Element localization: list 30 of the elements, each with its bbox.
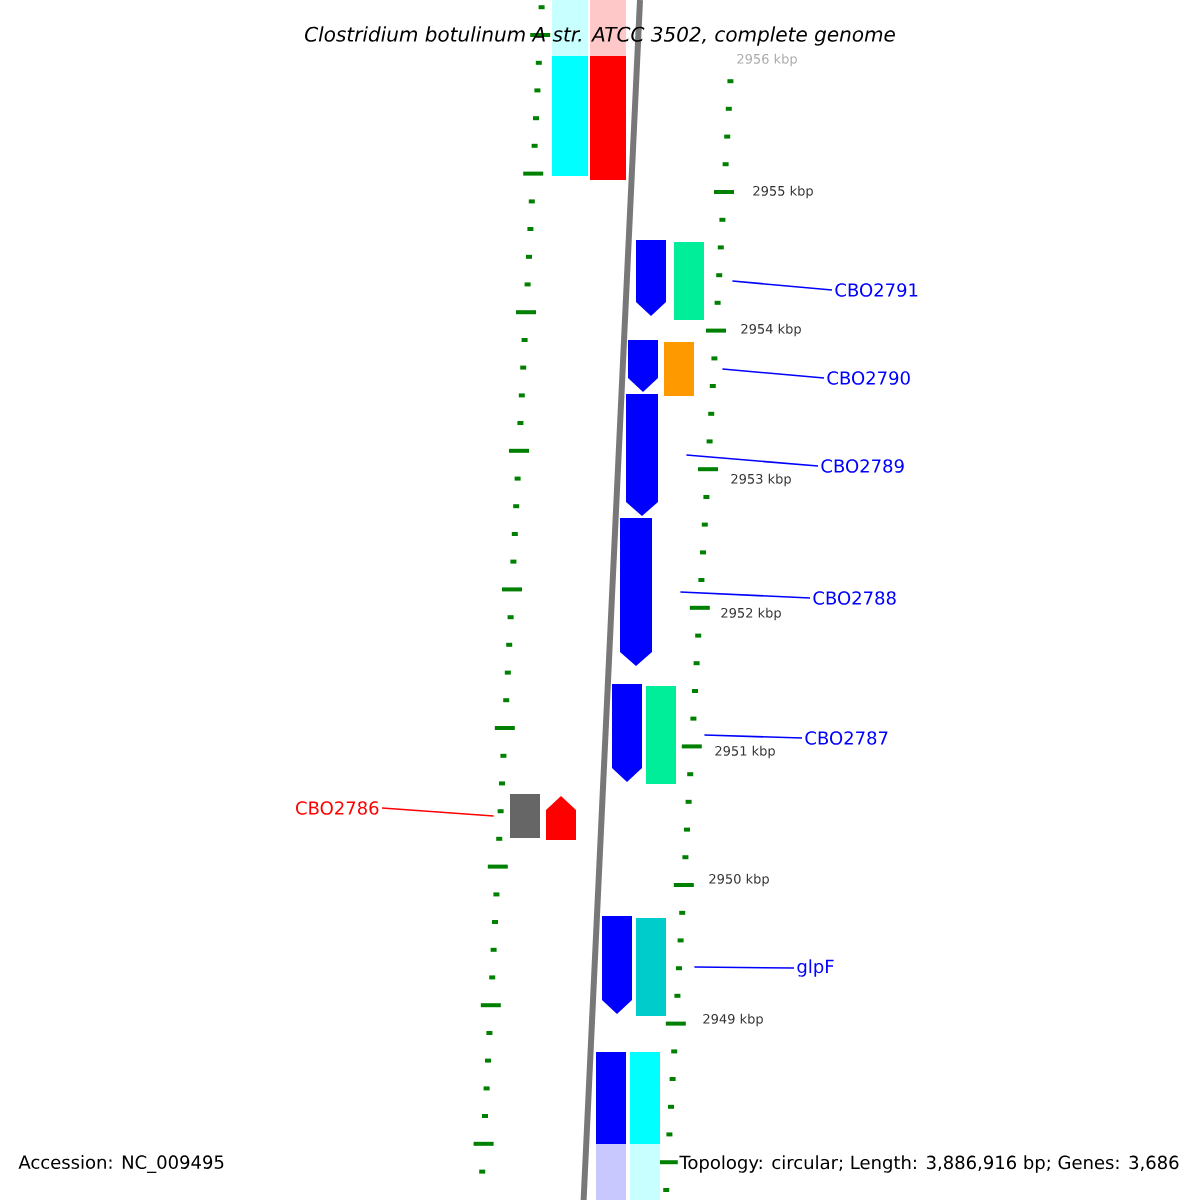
leader-line — [381, 807, 495, 817]
gene-block — [664, 342, 694, 396]
leader-line — [693, 966, 795, 969]
gene-block — [646, 686, 676, 784]
gene-block — [546, 796, 576, 840]
gene-label: glpF — [797, 959, 834, 977]
gene-block — [630, 1052, 660, 1200]
leader-line — [685, 454, 819, 467]
gene-block — [612, 684, 642, 782]
gene-label: CBO2789 — [821, 459, 904, 473]
gene-block — [636, 918, 666, 1016]
leader-line — [731, 280, 833, 291]
leader-line — [703, 734, 803, 739]
gene-block — [620, 518, 652, 666]
gene-block — [510, 794, 540, 838]
gene-label: CBO2786 — [296, 801, 379, 815]
gene-block — [628, 340, 658, 392]
leader-line — [721, 368, 825, 379]
genome-info-text: Topology: circular; Length: 3,886,916 bp; Genes: 3,686 — [679, 1155, 1179, 1173]
gene-block — [674, 242, 704, 320]
gene-label: CBO2788 — [813, 591, 896, 605]
gene-block — [602, 916, 632, 1014]
gene-label: CBO2791 — [835, 283, 918, 297]
accession-text: Accession: NC_009495 — [18, 1155, 224, 1173]
title: Clostridium botulinum A str. ATCC 3502, complete genome — [305, 26, 895, 46]
gene-block — [596, 1052, 626, 1200]
gene-block — [552, 0, 588, 176]
gene-block — [636, 240, 666, 316]
gene-label: CBO2787 — [805, 731, 888, 745]
gene-label: CBO2790 — [827, 371, 910, 385]
